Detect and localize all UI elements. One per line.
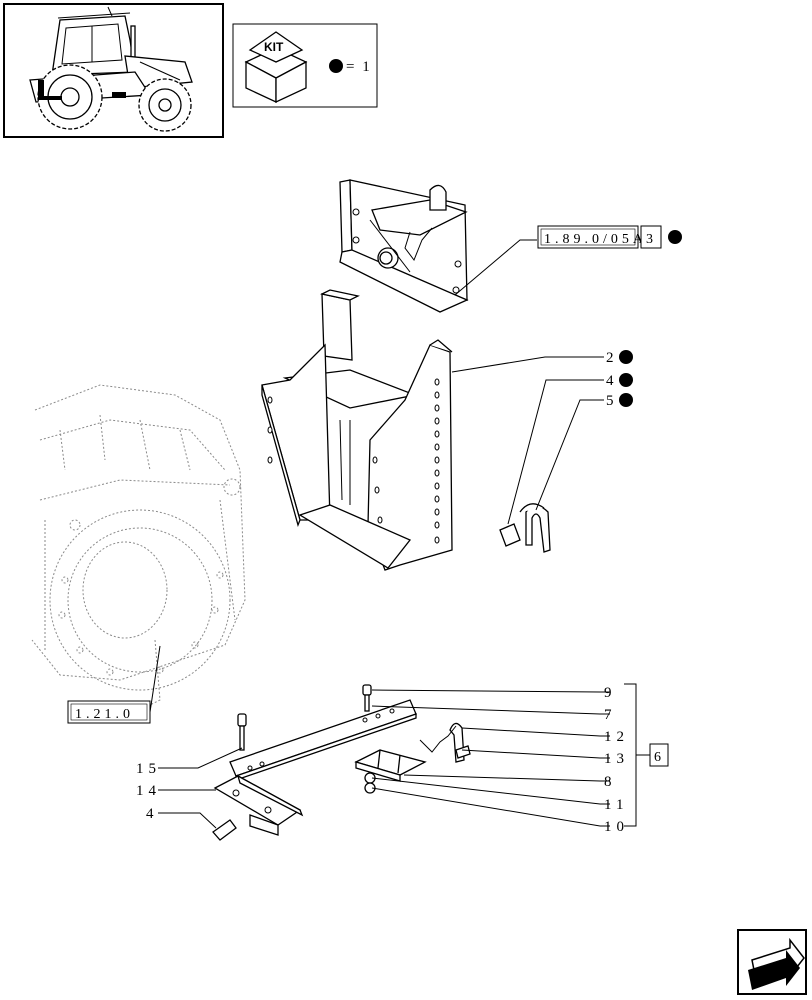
callout-2: 2: [606, 350, 619, 366]
next-page-arrow-icon[interactable]: [737, 929, 807, 995]
clevis-bracket: [354, 722, 471, 794]
bolt-part: [237, 684, 372, 751]
group-box-label: 6: [654, 750, 665, 765]
reference-box-bottom: 1.21.0: [67, 700, 151, 724]
sliding-frame-part: [261, 289, 453, 571]
kit-marker-icon: [619, 393, 633, 407]
callout-9: 9: [604, 685, 617, 701]
callout-5: 5: [606, 393, 619, 409]
drawbar-support-bracket: [212, 774, 304, 841]
ref-top-item: 3: [646, 232, 657, 247]
ref-top-label: 1.89.0/05A: [544, 232, 647, 247]
callout-12: 12: [604, 729, 629, 745]
callout-7: 7: [604, 707, 617, 723]
hitch-pin-part: [499, 503, 551, 553]
callout-4-bottom: 4: [146, 806, 159, 822]
hitch-highlight: [38, 80, 62, 100]
callout-15: 15: [136, 761, 161, 777]
callout-4: 4: [606, 373, 619, 389]
callout-labels: 2 4 5 9 7 12 13 8 11 10 15 14 4: [136, 350, 633, 835]
front-wheel-icon: [138, 78, 192, 132]
leader-lines: [149, 239, 650, 829]
kit-quantity: = 1: [346, 59, 372, 75]
group-box: 6: [649, 743, 669, 767]
ref-bottom-label: 1.21.0: [75, 707, 134, 722]
callout-11: 11: [604, 797, 628, 813]
tractor-thumbnail: [3, 3, 224, 138]
callout-14: 14: [136, 783, 161, 799]
kit-marker-icon: [668, 230, 682, 244]
kit-legend: KIT = 1: [232, 23, 378, 108]
callout-10: 10: [604, 819, 629, 835]
kit-marker-icon: [619, 373, 633, 387]
kit-marker-icon: [329, 59, 343, 73]
reference-box-top: 1.89.0/05A 3: [537, 225, 682, 249]
callout-8: 8: [604, 774, 617, 790]
transmission-housing-outline: [31, 384, 246, 706]
callout-13: 13: [604, 751, 629, 767]
kit-label: KIT: [264, 40, 284, 54]
kit-cube-icon: [244, 31, 308, 104]
hitch-jaw-assembly: [339, 179, 469, 313]
kit-marker-icon: [619, 350, 633, 364]
